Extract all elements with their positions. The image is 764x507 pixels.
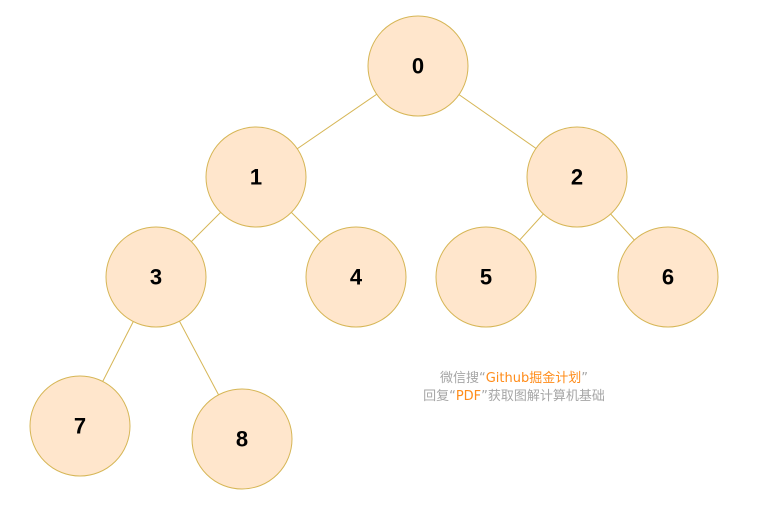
node-label-4: 4 — [350, 265, 363, 290]
tree-node-8: 8 — [191, 388, 293, 490]
node-circle-6 — [617, 226, 719, 328]
node-circle-2 — [526, 126, 628, 228]
watermark-line-1: 微信搜“Github掘金计划” — [384, 370, 644, 388]
watermark-line-1-highlight: Github掘金计划 — [485, 371, 582, 386]
tree-node-7: 7 — [29, 375, 131, 477]
node-circle-0 — [367, 15, 469, 117]
tree-node-1: 1 — [205, 126, 307, 228]
tree-node-4: 4 — [305, 226, 407, 328]
tree-node-2: 2 — [526, 126, 628, 228]
node-label-7: 7 — [74, 414, 86, 439]
watermark-line-2-highlight: PDF — [455, 389, 482, 404]
node-label-0: 0 — [412, 54, 424, 79]
tree-node-6: 6 — [617, 226, 719, 328]
tree-node-3: 3 — [105, 226, 207, 328]
watermark-line-1-suffix: ” — [581, 371, 588, 386]
node-circle-8 — [191, 388, 293, 490]
node-label-1: 1 — [250, 165, 262, 190]
node-label-5: 5 — [480, 265, 492, 290]
node-label-2: 2 — [571, 165, 583, 190]
node-circle-3 — [105, 226, 207, 328]
watermark-line-1-prefix: 微信搜“ — [439, 371, 486, 386]
node-circle-1 — [205, 126, 307, 228]
node-circle-4 — [305, 226, 407, 328]
watermark-line-2-suffix: ”获取图解计算机基础 — [481, 389, 605, 404]
node-label-8: 8 — [236, 427, 248, 452]
tree-nodes: 0 1 2 3 4 5 6 7 8 — [29, 15, 719, 490]
node-circle-5 — [435, 226, 537, 328]
tree-node-0: 0 — [367, 15, 469, 117]
node-label-3: 3 — [150, 265, 162, 290]
tree-node-5: 5 — [435, 226, 537, 328]
node-circle-7 — [29, 375, 131, 477]
node-label-6: 6 — [662, 265, 674, 290]
watermark-line-2-prefix: 回复“ — [423, 389, 456, 404]
watermark-line-2: 回复“PDF”获取图解计算机基础 — [384, 388, 644, 406]
